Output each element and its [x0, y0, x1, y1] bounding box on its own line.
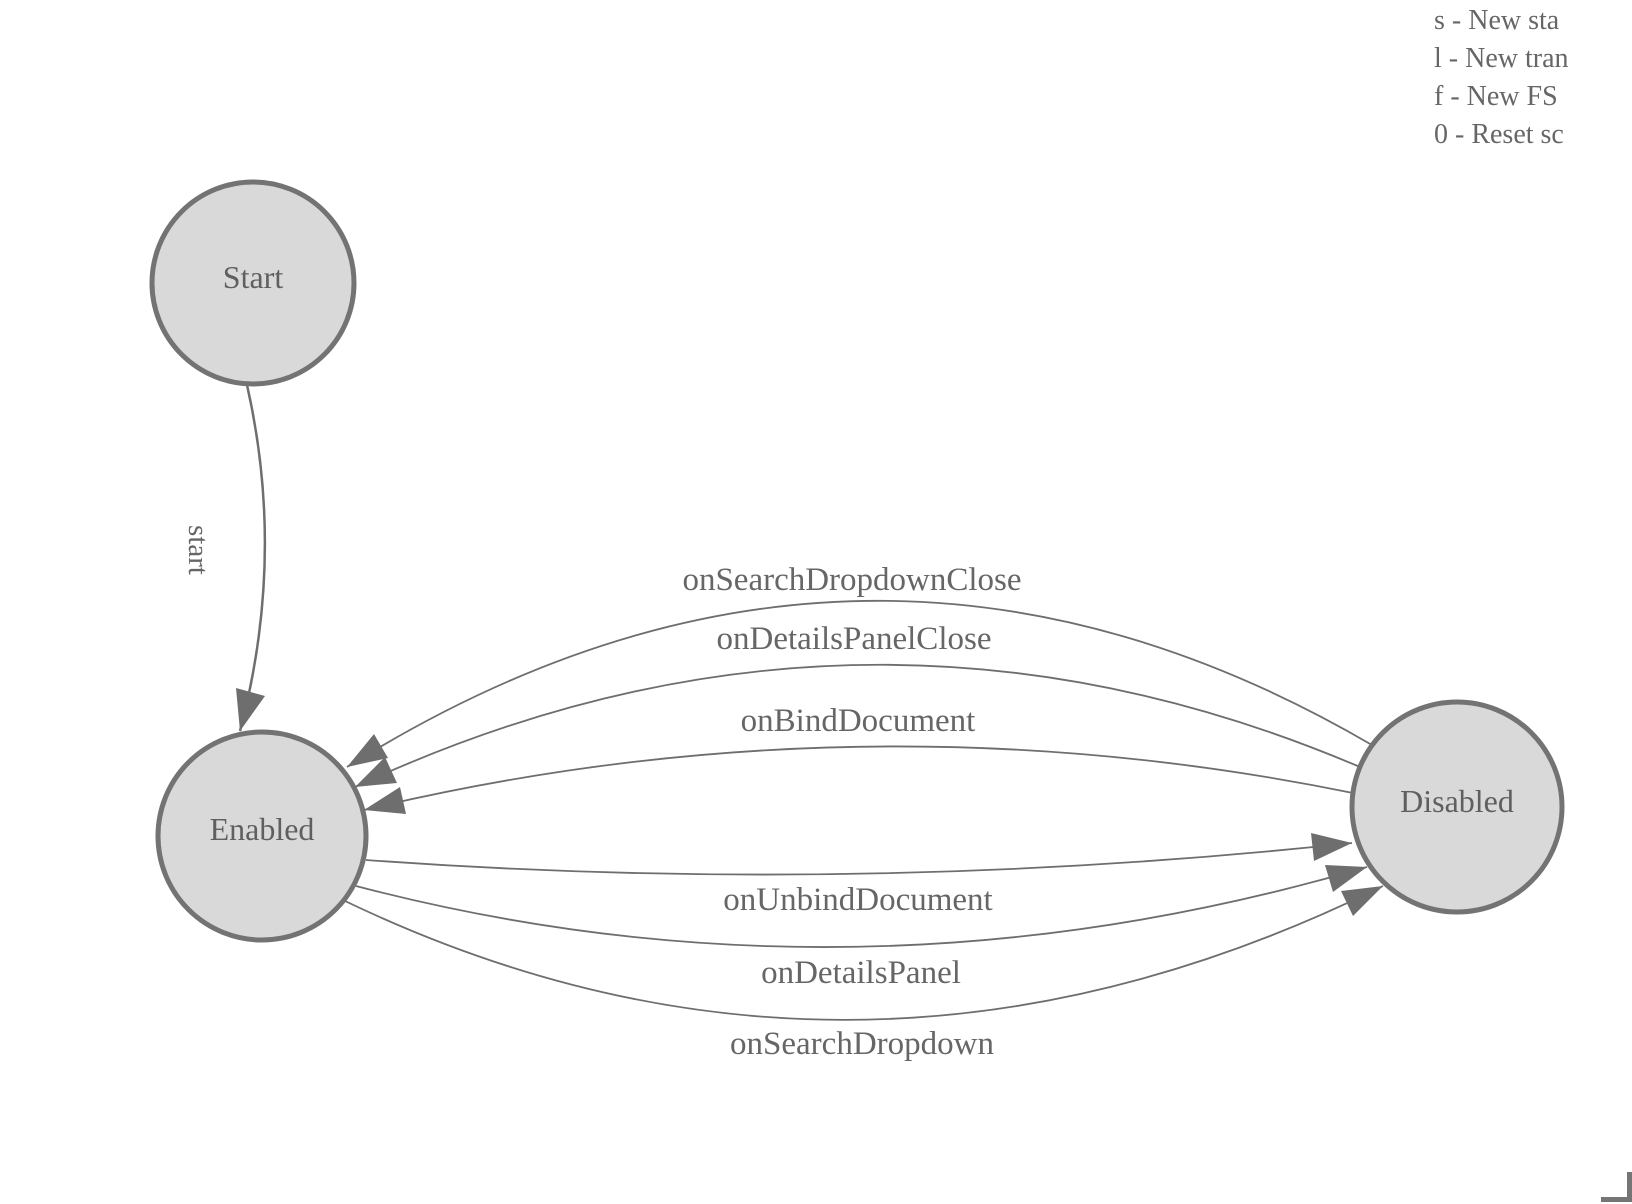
- arrowhead-onDetailsPanel-icon: [1325, 865, 1367, 892]
- edge-label-onSearchDropdown: onSearchDropdown: [730, 1026, 994, 1062]
- shortcuts-legend: s - New sta l - New tran f - New FS 0 - …: [1434, 2, 1569, 154]
- state-disabled-circle[interactable]: [1349, 699, 1565, 915]
- edge-start-to-enabled[interactable]: [238, 384, 267, 732]
- edge-onSearchDropdown[interactable]: [344, 885, 1384, 1021]
- state-start-label: Start: [223, 259, 284, 295]
- arrowhead-onBindDocument-icon: [364, 787, 406, 814]
- corner-handle-horizontal: [1601, 1197, 1632, 1202]
- state-disabled[interactable]: Disabled: [1349, 699, 1565, 915]
- legend-line-reset: 0 - Reset sc: [1434, 119, 1564, 150]
- arrowhead-onSearchDropdownClose-icon: [347, 734, 388, 767]
- edge-onSearchDropdownClose[interactable]: [346, 599, 1373, 768]
- state-disabled-label: Disabled: [1400, 783, 1514, 819]
- edge-label-start: start: [182, 525, 214, 575]
- state-start-circle[interactable]: [149, 179, 357, 387]
- legend-line-new-fsm: f - New FS: [1434, 81, 1558, 112]
- edge-onDetailsPanelClose[interactable]: [354, 663, 1361, 788]
- edge-label-onSearchDropdownClose: onSearchDropdownClose: [682, 562, 1021, 598]
- edge-onDetailsPanel[interactable]: [355, 866, 1368, 948]
- edge-onBindDocument[interactable]: [363, 745, 1354, 811]
- canvas-resize-corner[interactable]: [1601, 1172, 1632, 1202]
- legend-line-new-transition: l - New tran: [1434, 43, 1569, 74]
- arrowhead-onDetailsPanelClose-icon: [355, 757, 397, 787]
- state-enabled[interactable]: Enabled: [155, 729, 369, 943]
- edge-label-onUnbindDocument: onUnbindDocument: [723, 882, 992, 918]
- arrowhead-start-to-enabled-icon: [236, 688, 265, 731]
- edge-label-onBindDocument: onBindDocument: [741, 703, 976, 739]
- edge-label-onDetailsPanelClose: onDetailsPanelClose: [717, 621, 992, 657]
- state-enabled-label: Enabled: [210, 811, 315, 847]
- arrowhead-onSearchDropdown-icon: [1341, 886, 1383, 916]
- edge-label-onDetailsPanel: onDetailsPanel: [761, 955, 961, 991]
- legend-line-new-state: s - New sta: [1434, 5, 1560, 36]
- state-enabled-circle[interactable]: [155, 729, 369, 943]
- state-start[interactable]: Start: [149, 179, 357, 387]
- edge-onUnbindDocument[interactable]: [365, 842, 1353, 876]
- arrowhead-onUnbindDocument-icon: [1311, 833, 1352, 861]
- corner-handle-vertical: [1627, 1172, 1632, 1199]
